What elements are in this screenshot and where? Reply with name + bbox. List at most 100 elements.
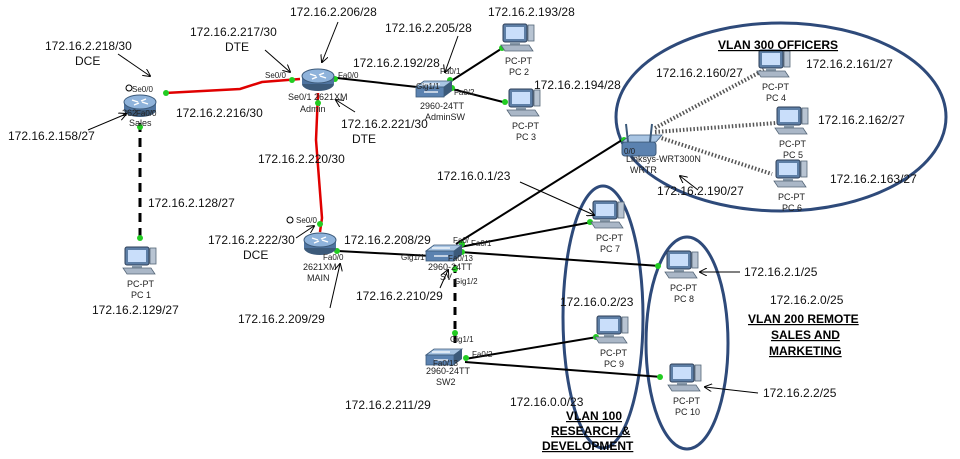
sw2-fa013-port-label: Fa0/13 — [433, 359, 458, 368]
arrow-sales-se00 — [117, 53, 150, 76]
vlan100-label-line2: RESEARCH & — [551, 424, 631, 438]
link-dot — [655, 263, 661, 269]
pc-icon[interactable] — [756, 49, 791, 78]
pc5-type-label: PC-PT — [779, 139, 807, 149]
main-name-label: MAIN — [307, 273, 330, 283]
vlan100-label-line3: DEVELOPMENT — [542, 439, 634, 453]
link-dot — [463, 355, 469, 361]
admin-router[interactable] — [301, 68, 335, 92]
pc9-name-label: PC 9 — [604, 359, 624, 369]
ip-label: 172.16.2.129/27 — [92, 303, 179, 317]
main-router[interactable] — [303, 232, 337, 256]
pc1-name-label: PC 1 — [131, 290, 151, 300]
sw1-fa0-port-label: Fa0/ — [453, 236, 470, 245]
ip-label: 172.16.2.163/27 — [830, 172, 917, 186]
pc4-name-label: PC 4 — [766, 93, 786, 103]
sw1-fa01-port-label: Fa0/1 — [471, 239, 492, 248]
pc8-name-label: PC 8 — [674, 294, 694, 304]
link-status-dots — [137, 45, 663, 380]
ip-label: 172.16.0.1/23 — [437, 169, 511, 183]
wireless-link-pc5 — [654, 121, 777, 134]
wireless-link-pc6 — [654, 134, 773, 176]
link-dot — [137, 124, 143, 130]
pc-icon[interactable] — [667, 363, 702, 392]
ip-label: 172.16.0.2/23 — [560, 295, 634, 309]
pc-icon[interactable] — [594, 315, 629, 344]
link-dot — [452, 266, 458, 272]
link-dot — [587, 219, 593, 225]
link-admin-adminsw — [336, 77, 427, 89]
vlan300-boundary — [614, 21, 948, 213]
pc3-name-label: PC 3 — [516, 132, 536, 142]
ip-label: 172.16.0.0/23 — [510, 395, 584, 409]
ip-label: 172.16.2.128/27 — [148, 196, 235, 210]
ip-label: 172.16.2.162/27 — [818, 113, 905, 127]
link-dot — [657, 374, 663, 380]
dce-label: DCE — [75, 54, 100, 68]
vlan200-label-line3: MARKETING — [769, 344, 842, 358]
arrow-wrtr — [680, 176, 699, 191]
arrow-pc10 — [705, 387, 759, 394]
arrow-admin-se00 — [264, 49, 290, 72]
arrow-adminsw-gw — [445, 35, 459, 72]
pc-icon[interactable] — [773, 159, 808, 188]
vlan100-boundary — [561, 184, 645, 450]
link-sw1-wrtr — [455, 139, 623, 245]
adminsw-gig11-port-label: Gig1/1 — [416, 82, 440, 91]
sw2-gig11-port-label: Gig1/1 — [450, 335, 474, 344]
ip-label: 172.16.2.2/25 — [763, 386, 837, 400]
admin-model-label: 2621XM — [314, 92, 348, 102]
admin-se01-port-label: Se0/1 — [288, 92, 312, 102]
pc7-type-label: PC-PT — [596, 233, 624, 243]
arrow-main-fa — [329, 264, 340, 309]
link-sw2-pc10 — [464, 361, 663, 378]
pc-icon[interactable] — [122, 246, 157, 275]
pc1-type-label: PC-PT — [127, 279, 155, 289]
link-adminsw-pc3 — [447, 87, 508, 104]
annotation-arrows — [87, 21, 759, 394]
pc-icon[interactable] — [664, 250, 699, 279]
pc7-name-label: PC 7 — [600, 244, 620, 254]
ip-label: 172.16.2.208/29 — [344, 233, 431, 247]
vlan300-label: VLAN 300 OFFICERS — [718, 38, 838, 52]
link-sw1-pc7 — [459, 221, 593, 248]
pc8-type-label: PC-PT — [670, 283, 698, 293]
vlan200-label-line2: SALES AND — [771, 328, 840, 342]
ip-label: 172.16.2.222/30 — [208, 233, 295, 247]
pc-icon[interactable] — [590, 200, 625, 229]
adminsw-name-label: AdminSW — [425, 112, 466, 122]
sales-model-label: 262 — [122, 108, 137, 118]
link-main-sw1 — [337, 250, 433, 257]
link-dot — [317, 221, 323, 227]
vlan200-boundary — [644, 235, 730, 451]
ip-label: 172.16.2.194/28 — [534, 78, 621, 92]
pc-icon[interactable] — [774, 106, 809, 135]
ip-label: 172.16.2.220/30 — [258, 152, 345, 166]
pc-icon[interactable] — [500, 23, 535, 52]
ip-label: 172.16.2.193/28 — [488, 5, 575, 19]
pc2-type-label: PC-PT — [505, 56, 533, 66]
wireless-links — [654, 68, 777, 176]
pc4-type-label: PC-PT — [762, 82, 790, 92]
arrow-sales-fa — [87, 114, 126, 131]
pc5-name-label: PC 5 — [783, 150, 803, 160]
ip-label: 172.16.2.209/29 — [238, 312, 325, 326]
ip-label: 172.16.2.0/25 — [770, 293, 844, 307]
dte-label: DTE — [352, 132, 376, 146]
link-dot — [289, 77, 295, 83]
links — [138, 46, 777, 378]
dce-label: DCE — [243, 248, 268, 262]
main-model-label: 2621XM — [303, 262, 337, 272]
clock-icon — [125, 84, 294, 224]
link-dot — [137, 235, 143, 241]
sw2-name-label: SW2 — [436, 377, 456, 387]
pc3-type-label: PC-PT — [512, 121, 540, 131]
ip-label: 172.16.2.161/27 — [806, 57, 893, 71]
link-sw2-pc9 — [464, 336, 598, 360]
sw1-gig11-port-label: Gig1/1 — [401, 253, 425, 262]
ip-label: 172.16.2.216/30 — [176, 106, 263, 120]
pc-icon[interactable] — [506, 88, 541, 117]
link-sales-admin — [164, 77, 301, 95]
ip-label: 172.16.2.206/28 — [290, 5, 377, 19]
